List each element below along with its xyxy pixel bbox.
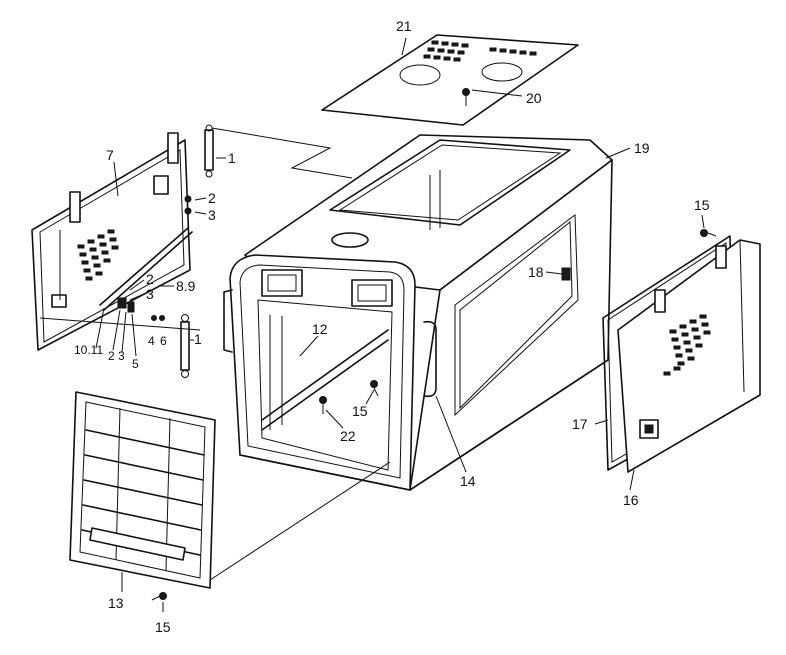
side-door-bolt xyxy=(700,229,717,237)
cab-body xyxy=(223,134,613,491)
callout-16: 16 xyxy=(623,492,639,508)
callout-4: 4 xyxy=(148,334,155,348)
callout-18: 18 xyxy=(528,264,544,280)
callout-15-grille: 15 xyxy=(155,619,171,635)
callout-7: 7 xyxy=(106,147,114,163)
callout-13: 13 xyxy=(108,595,124,611)
callout-20: 20 xyxy=(526,90,542,106)
small-fasteners xyxy=(151,195,192,321)
callout-15-side: 15 xyxy=(694,197,710,213)
callout-1-upper: 1 xyxy=(228,150,236,166)
grille-bolt xyxy=(151,592,167,601)
callout-8-9: 8.9 xyxy=(176,278,196,294)
callout-15-body: 15 xyxy=(352,403,368,419)
callout-2-upper: 2 xyxy=(208,190,216,206)
callout-10-11: 10.11 xyxy=(74,343,103,357)
callout-14: 14 xyxy=(460,473,476,489)
callout-22: 22 xyxy=(340,428,356,444)
body-bolt-22 xyxy=(319,396,327,414)
callout-21: 21 xyxy=(396,18,412,34)
door-vent-slots xyxy=(77,229,119,281)
callout-3-upper: 3 xyxy=(208,207,216,223)
callout-2-mid: 2 xyxy=(146,271,154,287)
right-door-panel xyxy=(617,239,761,473)
callout-19: 19 xyxy=(634,140,650,156)
strut-upper xyxy=(204,124,214,178)
strut-lower xyxy=(180,314,190,378)
callout-5: 5 xyxy=(132,357,139,371)
callout-12: 12 xyxy=(312,321,328,337)
callout-17: 17 xyxy=(572,416,588,432)
roof-vent-slots xyxy=(423,40,537,62)
callout-2-lower: 2 xyxy=(108,349,115,363)
body-bolt-15 xyxy=(370,380,379,397)
front-grille xyxy=(69,391,216,589)
roof-bolt xyxy=(462,88,470,106)
leader-lines xyxy=(95,37,705,612)
roof-panel xyxy=(321,34,579,126)
callout-3-mid: 3 xyxy=(146,286,154,302)
callout-1-lower: 1 xyxy=(194,331,202,347)
callout-6: 6 xyxy=(160,334,167,348)
callout-labels: 1 2 3 7 2 3 8.9 10.11 2 3 5 4 6 1 12 15 … xyxy=(74,18,710,635)
side-door-vents xyxy=(663,314,711,376)
callout-3-lower: 3 xyxy=(118,349,125,363)
left-door-panel xyxy=(31,132,193,351)
